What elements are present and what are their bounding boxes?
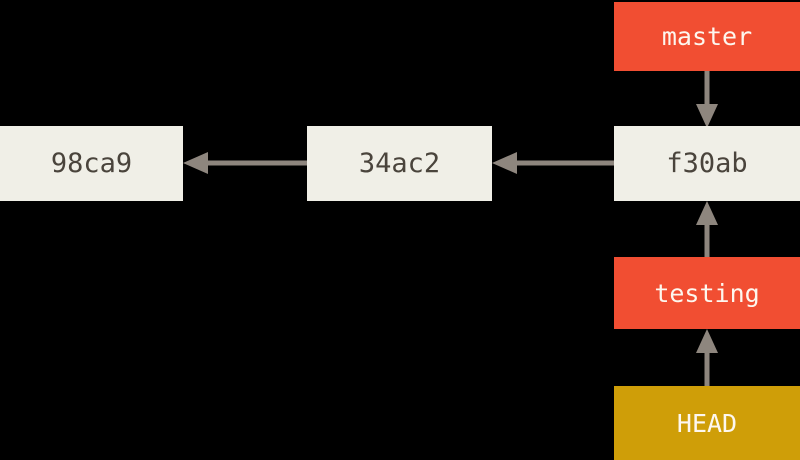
arrow-master-to-f30ab bbox=[696, 71, 718, 128]
arrow-testing-to-f30ab bbox=[696, 201, 718, 257]
commit-label: 98ca9 bbox=[50, 148, 133, 179]
commit-label: 34ac2 bbox=[358, 148, 441, 179]
arrow-f30ab-to-34ac2 bbox=[492, 152, 614, 174]
head-ref: HEAD bbox=[614, 386, 800, 460]
branch-label: testing bbox=[654, 278, 760, 308]
commit-node-34ac2: 34ac2 bbox=[307, 126, 492, 201]
branch-ref-testing: testing bbox=[614, 257, 800, 329]
arrow-34ac2-to-98ca9 bbox=[183, 152, 307, 174]
commit-node-98ca9: 98ca9 bbox=[0, 126, 183, 201]
head-label: HEAD bbox=[676, 408, 738, 438]
branch-ref-master: master bbox=[614, 2, 800, 71]
arrow-head-to-testing bbox=[696, 329, 718, 386]
branch-label: master bbox=[661, 22, 753, 51]
commit-label: f30ab bbox=[666, 148, 748, 179]
commit-node-f30ab: f30ab bbox=[614, 126, 800, 201]
